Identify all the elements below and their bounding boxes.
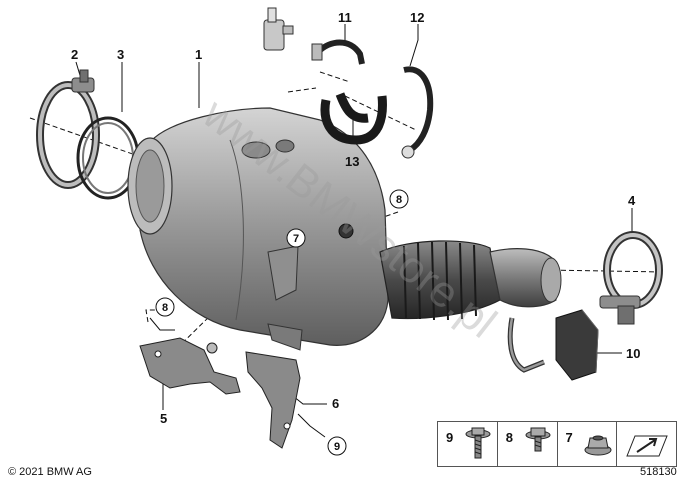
- arrow-sign-icon: [626, 435, 668, 457]
- callout-5: 5: [160, 411, 167, 426]
- diagram-reference-number: 518130: [640, 466, 677, 478]
- hardware-cell-9: 9: [438, 422, 498, 466]
- hardware-legend-panel: 9 8 7: [437, 421, 677, 467]
- catalytic-converter-body: [127, 107, 389, 351]
- circled-callout-9: 9: [334, 441, 340, 453]
- callout-3: 3: [117, 47, 124, 62]
- callout-12: 12: [410, 10, 424, 25]
- flex-pipe-section: [379, 240, 562, 373]
- circled-callouts: 8 7 8 9: [155, 189, 409, 456]
- flange-nut-icon: [584, 435, 611, 456]
- flange-bolt-icon: [465, 427, 491, 459]
- circled-callout-8-top: 8: [396, 194, 402, 206]
- hardware-cell-8: 8: [498, 422, 558, 466]
- hardware-cell-7: 7: [558, 422, 618, 466]
- v-band-clamp-right: [599, 231, 663, 325]
- callout-11: 11: [338, 10, 352, 25]
- callout-6: 6: [332, 396, 339, 411]
- callout-1: 1: [195, 47, 202, 62]
- hardware-number-7: 7: [565, 430, 573, 445]
- callout-13: 13: [345, 154, 359, 169]
- circled-callout-7: 7: [293, 233, 299, 245]
- hex-bolt-icon: [525, 427, 551, 452]
- callout-2: 2: [71, 47, 78, 62]
- callout-labels: 1 2 3 4 5 6 10 11 12 13: [71, 10, 640, 426]
- hardware-number-9: 9: [446, 430, 454, 445]
- hardware-number-8: 8: [505, 430, 513, 445]
- bracket-6: [245, 351, 301, 449]
- callout-10: 10: [626, 346, 640, 361]
- circled-callout-8-left: 8: [162, 302, 168, 314]
- callout-4: 4: [628, 193, 636, 208]
- sensor-hose-assembly: [263, 7, 434, 159]
- rubber-mount: [555, 309, 599, 381]
- bracket-5: [139, 337, 241, 395]
- v-band-clamp-left: [36, 69, 100, 189]
- hardware-cell-arrow: [617, 422, 676, 466]
- copyright-text: © 2021 BMW AG: [8, 466, 92, 478]
